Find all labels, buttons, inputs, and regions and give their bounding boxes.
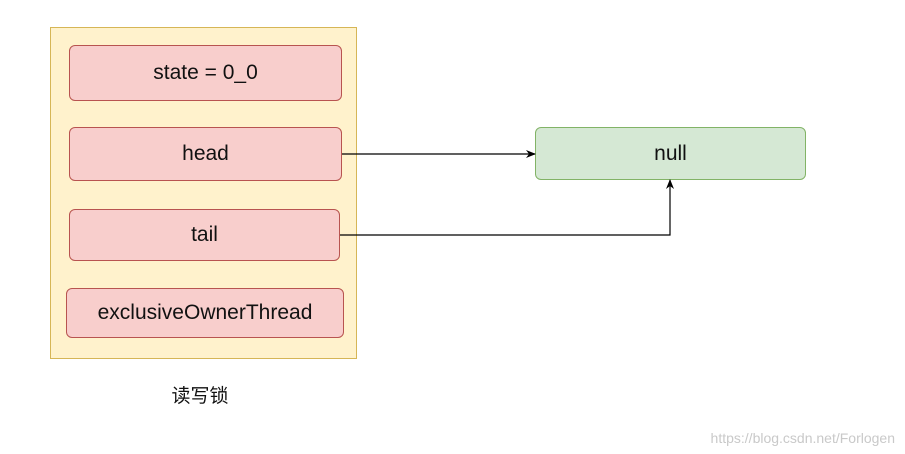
diagram-caption: 读写锁 [171, 385, 229, 407]
exclusive-owner-thread-field: exclusiveOwnerThread [66, 288, 344, 338]
tail-to-null-arrow [340, 179, 674, 236]
watermark: https://blog.csdn.net/Forlogen [710, 430, 895, 446]
null-node: null [535, 127, 806, 180]
tail-field: tail [69, 209, 340, 261]
head-field: head [69, 127, 342, 181]
state-field: state = 0_0 [69, 45, 342, 101]
